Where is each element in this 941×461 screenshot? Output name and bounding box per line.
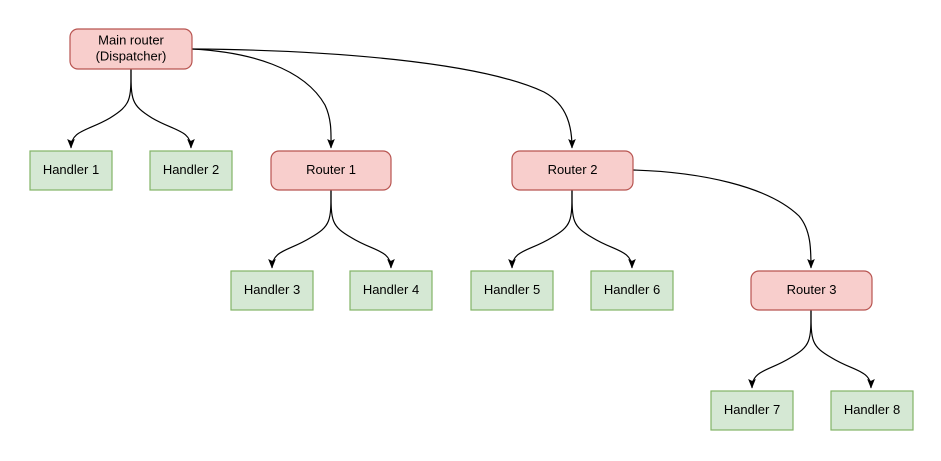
edge-main-to-handler-2 <box>130 68 195 149</box>
node-box-handler-3[interactable] <box>230 270 314 311</box>
node-box-router-1[interactable] <box>270 150 392 191</box>
edge-router-3-to-handler-7 <box>748 309 812 389</box>
node-router-3[interactable]: Router 3 <box>750 270 873 311</box>
edge-main-to-router-2 <box>191 48 576 149</box>
node-handler-1[interactable]: Handler 1 <box>29 150 113 191</box>
edge-main-to-router-1 <box>191 48 335 149</box>
node-handler-4[interactable]: Handler 4 <box>349 270 433 311</box>
node-box-main-router[interactable] <box>69 28 193 70</box>
node-box-handler-2[interactable] <box>149 150 233 191</box>
node-box-handler-5[interactable] <box>470 270 554 311</box>
node-handler-7[interactable]: Handler 7 <box>710 390 794 431</box>
node-box-handler-8[interactable] <box>830 390 914 431</box>
edges-layer <box>67 48 875 389</box>
node-box-router-3[interactable] <box>750 270 873 311</box>
edge-router-2-to-router-3 <box>632 169 815 269</box>
node-handler-3[interactable]: Handler 3 <box>230 270 314 311</box>
node-handler-6[interactable]: Handler 6 <box>590 270 674 311</box>
node-handler-5[interactable]: Handler 5 <box>470 270 554 311</box>
edge-main-to-handler-1 <box>67 68 132 149</box>
node-box-handler-1[interactable] <box>29 150 113 191</box>
edge-router-2-to-handler-6 <box>571 189 636 269</box>
node-handler-8[interactable]: Handler 8 <box>830 390 914 431</box>
nodes-layer: Main router(Dispatcher) Handler 1 Handler … <box>29 28 914 431</box>
node-box-handler-4[interactable] <box>349 270 433 311</box>
edge-router-2-to-handler-5 <box>508 189 573 269</box>
edge-router-3-to-handler-8 <box>810 309 875 389</box>
node-box-handler-7[interactable] <box>710 390 794 431</box>
node-box-router-2[interactable] <box>511 150 634 191</box>
edge-router-1-to-handler-4 <box>330 189 395 269</box>
node-handler-2[interactable]: Handler 2 <box>149 150 233 191</box>
node-box-handler-6[interactable] <box>590 270 674 311</box>
edge-router-1-to-handler-3 <box>268 189 332 269</box>
node-router-1[interactable]: Router 1 <box>270 150 392 191</box>
node-router-2[interactable]: Router 2 <box>511 150 634 191</box>
node-main-router[interactable]: Main router(Dispatcher) <box>69 28 193 70</box>
